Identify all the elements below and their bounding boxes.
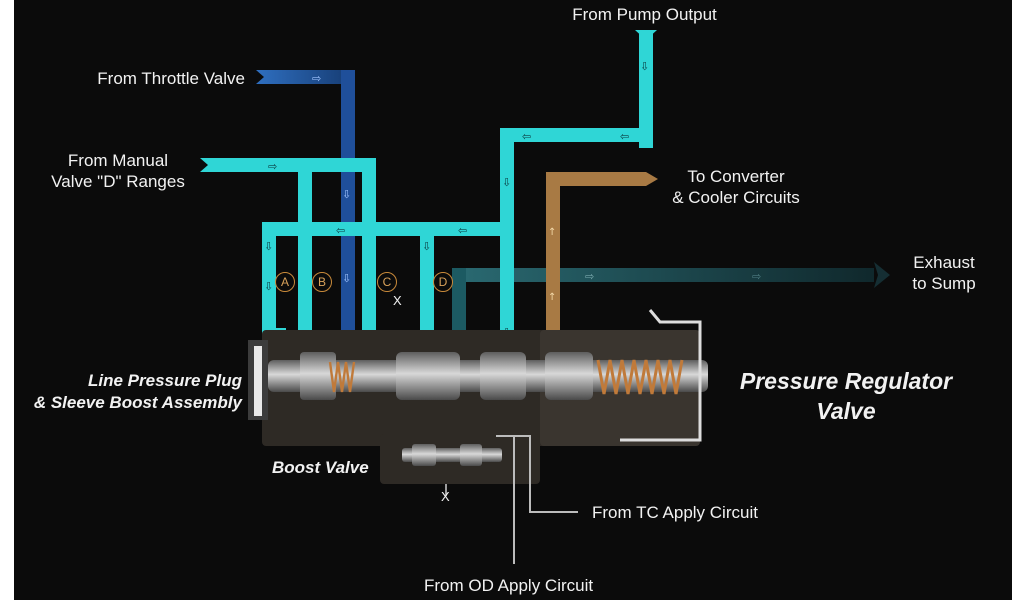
svg-text:⇩: ⇩ bbox=[640, 60, 649, 73]
throttle-valve-label: From Throttle Valve bbox=[97, 69, 245, 88]
tc-apply-line bbox=[508, 435, 578, 513]
svg-text:↑: ↑ bbox=[548, 227, 556, 238]
line-pressure-plug-label: Line Pressure Plug & Sleeve Boost Assemb… bbox=[33, 371, 242, 412]
svg-text:⇩: ⇩ bbox=[342, 188, 351, 201]
svg-text:⇨: ⇨ bbox=[752, 270, 761, 283]
port-d-marker: D bbox=[433, 272, 453, 292]
svg-text:⇦: ⇦ bbox=[522, 130, 531, 143]
port-c-marker: C bbox=[377, 272, 397, 292]
svg-text:⇨: ⇨ bbox=[585, 270, 594, 283]
pump-output-label: From Pump Output bbox=[572, 5, 717, 24]
od-apply-label: From OD Apply Circuit bbox=[424, 576, 594, 595]
pressure-regulator-label: Pressure Regulator Valve bbox=[739, 368, 953, 424]
orifice-mark-upper: X bbox=[393, 293, 402, 308]
boost-valve bbox=[402, 444, 502, 466]
regulator-spring bbox=[596, 359, 684, 395]
svg-text:↑: ↑ bbox=[548, 292, 556, 303]
spring-retainer bbox=[620, 309, 702, 442]
orifice-mark-lower: X bbox=[441, 489, 450, 504]
boost-spring bbox=[328, 361, 356, 393]
manual-valve-label: From Manual Valve "D" Ranges bbox=[51, 151, 185, 191]
svg-text:⇩: ⇩ bbox=[422, 240, 431, 253]
svg-text:⇩: ⇩ bbox=[264, 240, 273, 253]
svg-text:⇨: ⇨ bbox=[312, 72, 321, 85]
throttle-line: ⇨ ⇩ ⇩ bbox=[256, 70, 355, 370]
svg-text:⇦: ⇦ bbox=[336, 224, 345, 237]
svg-text:⇦: ⇦ bbox=[458, 224, 467, 237]
port-a-marker: A bbox=[275, 272, 295, 292]
svg-text:⇩: ⇩ bbox=[264, 280, 273, 293]
svg-text:⇩: ⇩ bbox=[502, 176, 511, 189]
od-apply-line bbox=[496, 435, 515, 564]
svg-text:⇩: ⇩ bbox=[342, 272, 351, 285]
converter-label: To Converter & Cooler Circuits bbox=[672, 167, 800, 207]
exhaust-label: Exhaust to Sump bbox=[912, 253, 976, 293]
port-b-marker: B bbox=[312, 272, 332, 292]
svg-text:⇦: ⇦ bbox=[620, 130, 629, 143]
tc-apply-label: From TC Apply Circuit bbox=[592, 503, 758, 522]
boost-valve-label: Boost Valve bbox=[272, 458, 369, 477]
svg-text:⇨: ⇨ bbox=[268, 160, 277, 173]
